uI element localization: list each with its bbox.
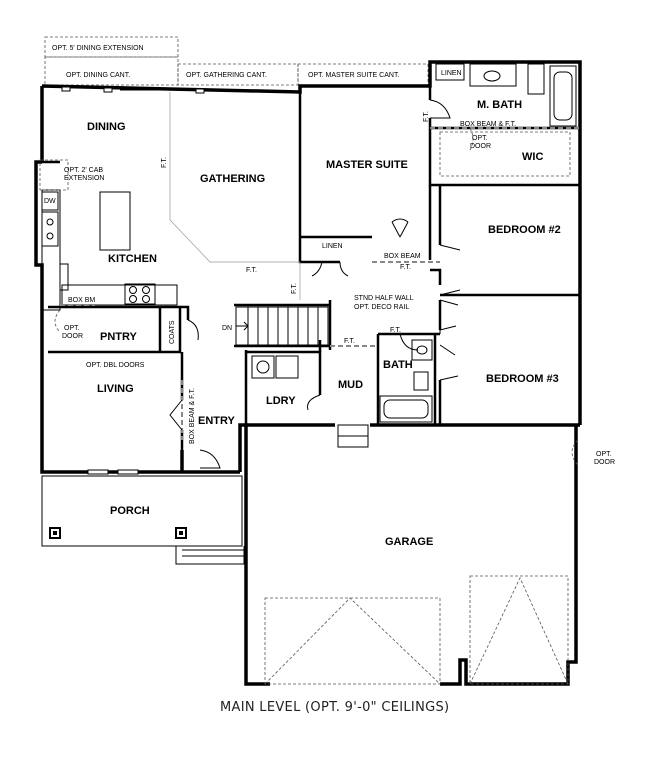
note-opt-door-wic-1: OPT. [472, 135, 488, 142]
m-bath-label: M. BATH [477, 99, 522, 111]
note-dn: DN [222, 325, 232, 332]
note-ft-master: F.T. [423, 111, 430, 122]
plan-notes: OPT. 5' DINING EXTENSION OPT. DINING CAN… [44, 45, 615, 466]
interior-walls [42, 86, 580, 450]
gathering-ceiling-lines [169, 92, 301, 300]
note-box-beam-ft: BOX BEAM & F.T. [460, 121, 516, 128]
note-stnd-half-wall-2: OPT. DECO RAIL [354, 304, 409, 311]
dining-label: DINING [87, 121, 126, 133]
note-opt-door-garage-2: DOOR [594, 459, 615, 466]
kitchen-label: KITCHEN [108, 253, 157, 265]
note-linen-mid: LINEN [322, 243, 343, 250]
note-box-bm: BOX BM [68, 297, 95, 304]
note-opt-2-cab-2: EXTENSION [64, 175, 104, 182]
porch-label: PORCH [110, 505, 150, 517]
master-bath-fixtures [435, 63, 577, 127]
pntry-label: PNTRY [100, 331, 138, 343]
note-stnd-half-wall-1: STND HALF WALL [354, 295, 414, 302]
bedroom-3-label: BEDROOM #3 [486, 373, 559, 385]
note-opt-door-pntry-1: OPT. [64, 325, 80, 332]
bedroom-2-label: BEDROOM #2 [488, 224, 561, 236]
room-labels: DINING GATHERING MASTER SUITE M. BATH WI… [87, 99, 561, 548]
note-linen-top: LINEN [441, 70, 462, 77]
plan-caption: MAIN LEVEL (OPT. 9'-0" CEILINGS) [220, 700, 449, 715]
note-opt-door-wic-2: DOOR [470, 143, 491, 150]
laundry-appliances [251, 355, 299, 379]
note-opt-door-pntry-2: DOOR [62, 333, 83, 340]
stairs [235, 306, 329, 346]
note-opt-master-suite-cant: OPT. MASTER SUITE CANT. [308, 72, 399, 79]
doors [54, 99, 579, 469]
note-box-beam-ft-vert: BOX BEAM & F.T. [189, 388, 196, 444]
porch [41, 475, 245, 565]
note-ft-gathering: F.T. [246, 267, 257, 274]
ldry-label: LDRY [266, 395, 296, 407]
bath-label: BATH [383, 359, 413, 371]
note-opt-door-garage-1: OPT. [596, 451, 612, 458]
garage-label: GARAGE [385, 536, 433, 548]
wic-shelving [430, 127, 580, 177]
garage-details [264, 424, 569, 685]
kitchen-cabinets [39, 159, 178, 311]
note-coats: COATS [169, 320, 176, 344]
living-label: LIVING [97, 383, 134, 395]
wic-label: WIC [522, 151, 543, 163]
windows [61, 86, 205, 475]
entry-label: ENTRY [198, 415, 236, 427]
note-opt-dining-cant: OPT. DINING CANT. [66, 72, 130, 79]
note-ft-stairs: F.T. [390, 327, 401, 334]
gathering-label: GATHERING [200, 173, 265, 185]
note-dw: DW [44, 198, 56, 205]
note-box-beam: BOX BEAM [384, 253, 421, 260]
mud-label: MUD [338, 379, 363, 391]
master-suite-label: MASTER SUITE [326, 159, 408, 171]
note-ft-gathering-vert: F.T. [291, 283, 298, 294]
note-opt-dbl-doors: OPT. DBL DOORS [86, 362, 145, 369]
note-opt-dining-extension: OPT. 5' DINING EXTENSION [52, 45, 144, 52]
hall-bath-fixtures [379, 339, 433, 423]
note-ft-bath: F.T. [344, 338, 355, 345]
note-opt-2-cab-1: OPT. 2' CAB [64, 167, 103, 174]
note-ft-bedroom2: F.T. [400, 264, 411, 271]
note-ft-dining: F.T. [161, 157, 168, 168]
note-opt-gathering-cant: OPT. GATHERING CANT. [186, 72, 267, 79]
